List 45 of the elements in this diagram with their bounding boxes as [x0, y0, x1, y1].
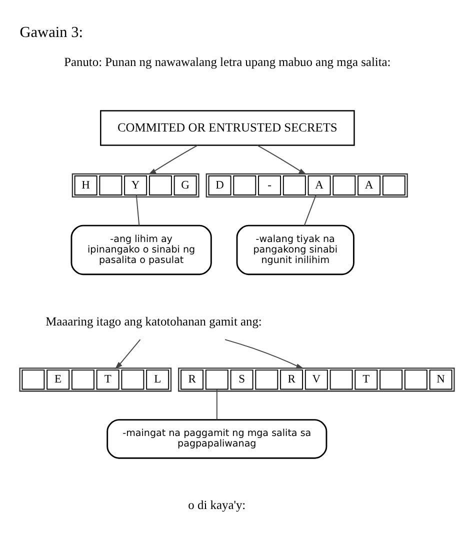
node-box	[148, 174, 172, 195]
label: o di kaya'y:	[188, 498, 246, 512]
node-box: H	[74, 174, 98, 195]
node-box: T	[96, 369, 120, 390]
node-box	[71, 369, 94, 390]
connector	[216, 388, 218, 420]
arrow	[114, 338, 141, 369]
connector	[136, 194, 140, 226]
node-box: E	[46, 369, 70, 390]
node-box	[255, 369, 278, 390]
node-box: G	[174, 174, 197, 195]
arrow	[256, 144, 306, 174]
node-box: V	[304, 369, 328, 390]
node-box: -	[258, 174, 282, 195]
node-box	[99, 174, 122, 195]
arrow	[148, 144, 198, 174]
node-box: R	[180, 369, 204, 390]
node-box: -walang tiyak na pangakong sinabi ngunit inilihim	[236, 224, 354, 275]
node-box	[22, 369, 45, 390]
node-box	[233, 174, 256, 195]
node-box	[205, 369, 228, 390]
node-box: A	[308, 174, 331, 195]
label: Panuto: Punan ng nawawalang letra upang mabuo ang mga salita:	[64, 54, 391, 69]
node-box: -ang lihim ay ipinangako o sinabi ng pasalita o pasulat	[70, 224, 212, 275]
node-box: S	[230, 369, 254, 390]
node-box: -maingat na paggamit ng mga salita sa pagpapaliwanag	[106, 418, 328, 458]
node-box: T	[354, 369, 378, 390]
node-box	[404, 369, 428, 390]
arrow	[224, 338, 304, 368]
connector	[304, 194, 316, 226]
node-box	[121, 369, 144, 390]
node-box: L	[146, 369, 170, 390]
node-box	[332, 174, 356, 195]
node-box	[380, 369, 403, 390]
node-box	[282, 174, 306, 195]
node-box: N	[429, 369, 452, 390]
node-box: COMMITED OR ENTRUSTED SECRETS	[100, 110, 355, 146]
diagram-title: Gawain 3:	[20, 23, 84, 40]
node-box: A	[358, 174, 381, 195]
node-box: Y	[124, 174, 148, 195]
node-box: D	[208, 174, 232, 195]
node-box	[330, 369, 353, 390]
node-box: R	[280, 369, 304, 390]
node-box	[382, 174, 406, 195]
node-text: Maaaring itago ang katotohanan gamit ang:	[46, 314, 262, 328]
